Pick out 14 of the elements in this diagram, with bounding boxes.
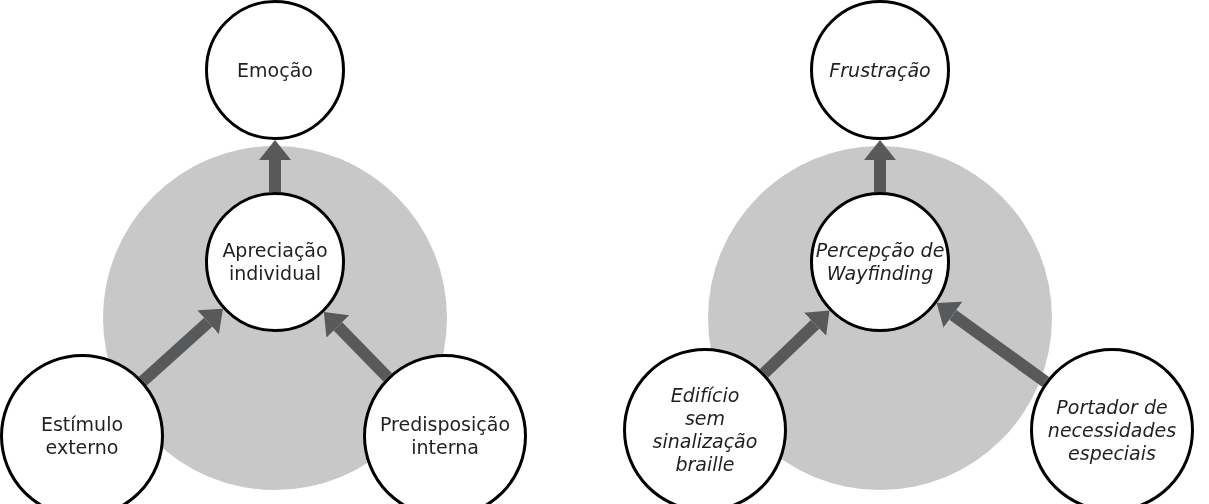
arrow bbox=[259, 140, 291, 192]
node-label: Percepção de Wayfinding bbox=[815, 239, 945, 285]
arrow bbox=[138, 308, 223, 386]
node-label: Edifício sem sinalização braille bbox=[651, 384, 759, 476]
node-label: Apreciação individual bbox=[221, 239, 329, 285]
arrow bbox=[323, 312, 392, 382]
arrow bbox=[936, 301, 1050, 387]
node-label: Estímulo externo bbox=[39, 413, 125, 459]
node-label: Emoção bbox=[237, 58, 313, 82]
arrow bbox=[760, 310, 830, 378]
node-label: Predisposição interna bbox=[379, 413, 511, 459]
arrow bbox=[864, 140, 896, 192]
node-label: Frustração bbox=[829, 58, 931, 82]
node-label: Portador de necessidades especiais bbox=[1046, 395, 1178, 465]
